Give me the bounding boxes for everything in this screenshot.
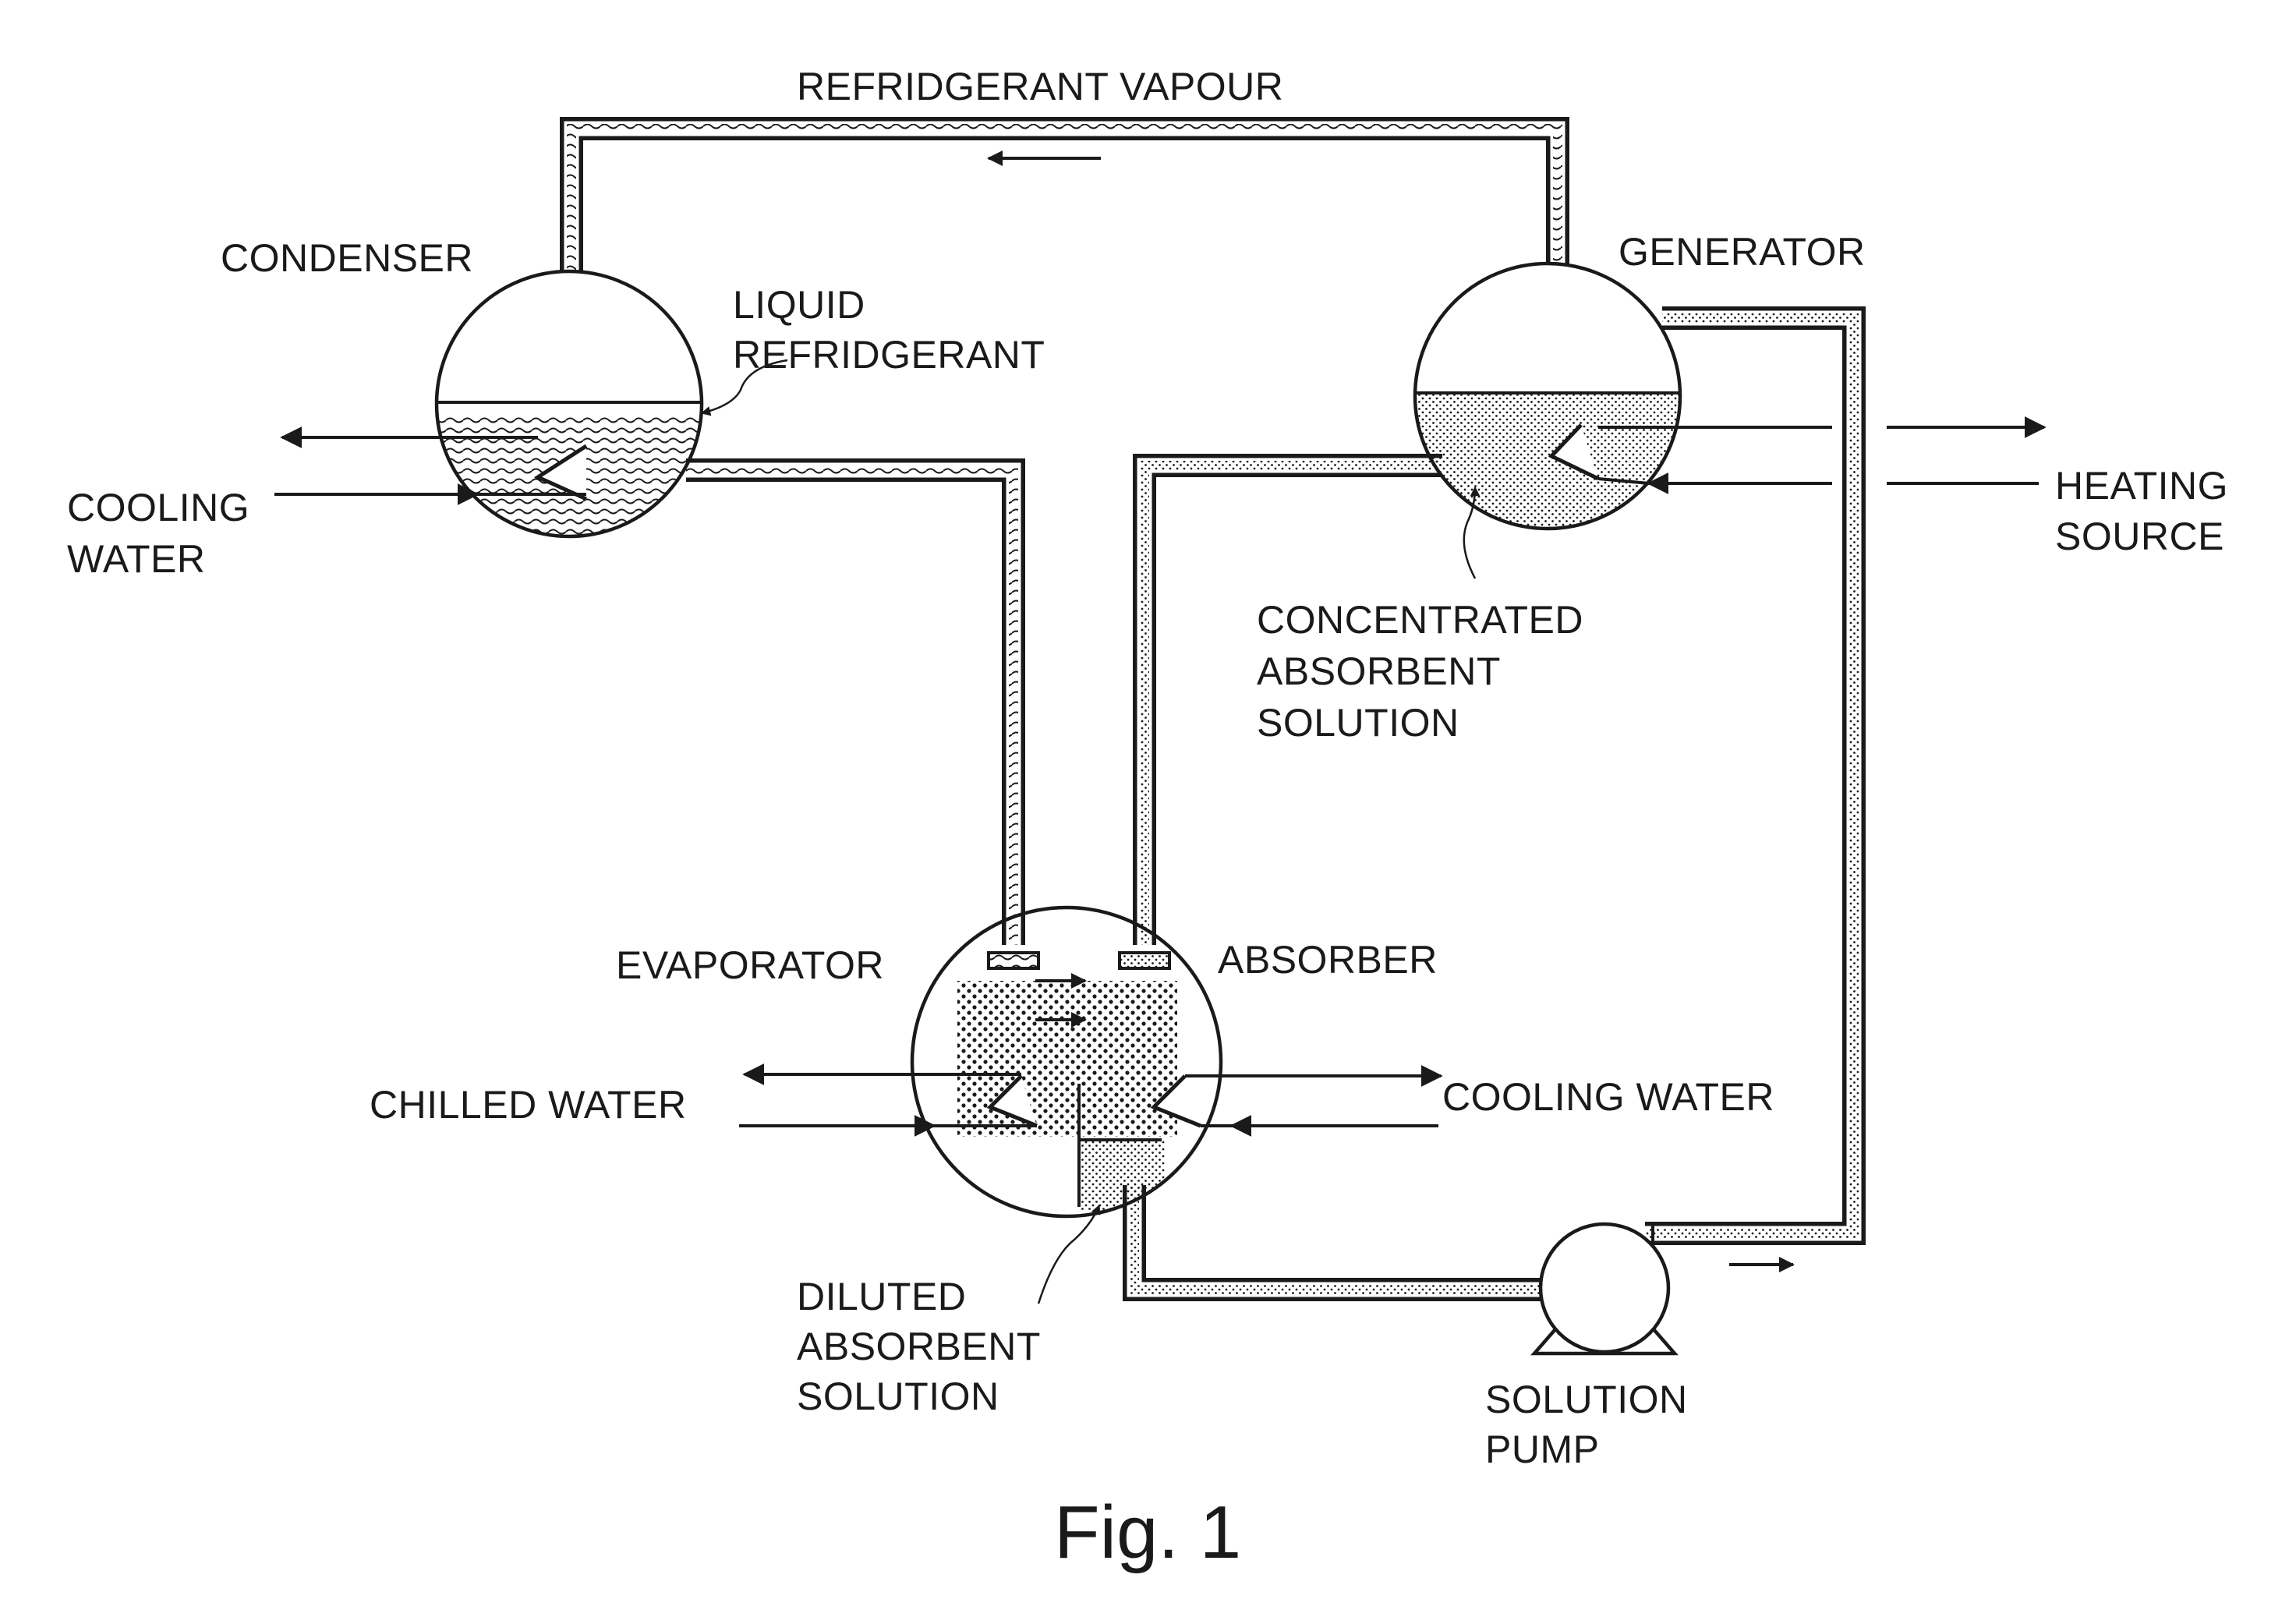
diluted-absorbent-label-line2: ABSORBENT: [797, 1325, 1041, 1368]
condenser-coil: [533, 444, 588, 501]
absorber-spray-nozzle: [1118, 951, 1171, 970]
generator-label: GENERATOR: [1619, 230, 1866, 274]
evaporator-absorber-vessel: [910, 905, 1223, 1219]
pump-discharge-pipe: [1645, 306, 1866, 1245]
figure-caption: Fig. 1: [1054, 1491, 1241, 1574]
refrigerant-vapour-label: REFRIDGERANT VAPOUR: [797, 65, 1283, 108]
absorber-label: ABSORBER: [1218, 938, 1438, 982]
condenser-label: CONDENSER: [221, 236, 473, 280]
cooling-water-left-label-line2: WATER: [67, 537, 205, 581]
diluted-absorbent-leader: [1037, 1204, 1101, 1304]
concentrated-absorbent-leader: [1463, 486, 1481, 579]
concentrated-absorbent-label-line3: SOLUTION: [1257, 701, 1459, 745]
evaporator-label: EVAPORATOR: [616, 943, 884, 987]
heating-source-label-line2: SOURCE: [2055, 515, 2224, 558]
heating-source-label-line1: HEATING: [2055, 464, 2228, 508]
evaporator-coil: [986, 1074, 1038, 1128]
concentrated-absorbent-pipe: [1133, 454, 1442, 945]
absorber-coil: [1150, 1074, 1201, 1128]
evaporator-spray-nozzle: [987, 951, 1040, 970]
concentrated-absorbent-label-line2: ABSORBENT: [1257, 649, 1501, 693]
chilled-water-label: CHILLED WATER: [370, 1083, 687, 1127]
solution-pump-label-line1: SOLUTION: [1485, 1378, 1688, 1421]
concentrated-absorbent-label-line1: CONCENTRATED: [1257, 598, 1583, 642]
refrigerant-vapour-pipe: [560, 117, 1569, 273]
liquid-refrigerant-leader: [700, 359, 788, 416]
generator-vessel: [1413, 261, 1682, 531]
cooling-water-right-label: COOLING WATER: [1442, 1075, 1774, 1119]
liquid-refrigerant-pipe: [686, 458, 1025, 945]
generator-coil: [1548, 423, 1600, 481]
liquid-refrigerant-label-line2: REFRIDGERANT: [733, 333, 1045, 377]
solution-pump-label-line2: PUMP: [1485, 1428, 1599, 1471]
cooling-water-left-label-line1: COOLING: [67, 486, 249, 529]
diluted-absorbent-label-line1: DILUTED: [797, 1275, 966, 1318]
solution-pump: [1530, 1222, 1679, 1356]
condenser-vessel: [434, 269, 704, 539]
liquid-refrigerant-label-line1: LIQUID: [733, 283, 865, 327]
diluted-absorbent-pipe: [1123, 1185, 1551, 1301]
diluted-absorbent-label-line3: SOLUTION: [797, 1375, 999, 1418]
